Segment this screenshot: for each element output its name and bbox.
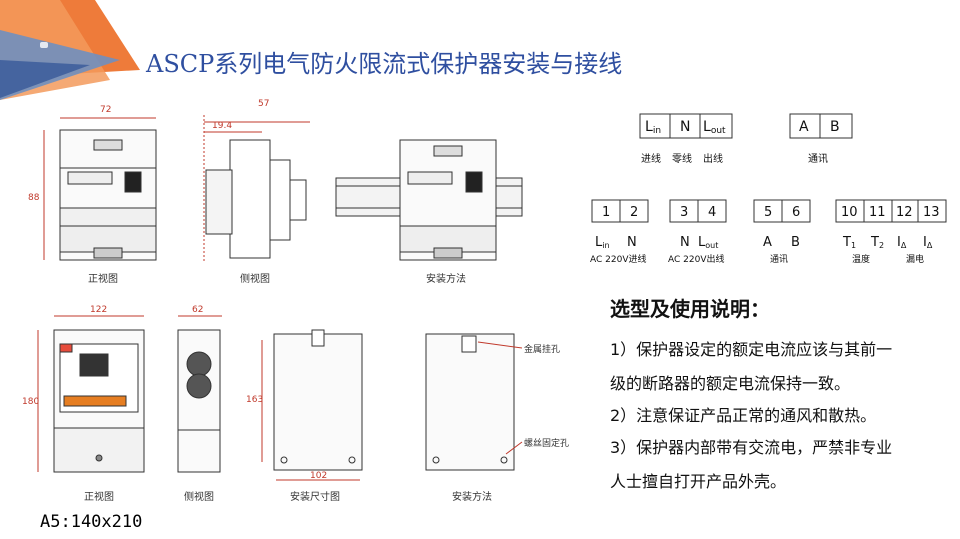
upper-side-depth-dim: 57 (258, 99, 269, 109)
terminal-6: 6 (792, 205, 800, 220)
upper-front-height-dim: 88 (28, 193, 40, 203)
lower-mount-size-view (261, 329, 363, 481)
terminal-13: 13 (923, 205, 940, 220)
lower-front-caption: 正视图 (84, 490, 114, 503)
instruction-line-4: 3）保护器内部带有交流电，严禁非专业 (610, 438, 893, 457)
terminal-top-group1 (639, 113, 733, 139)
terminal-bottom-group1 (591, 199, 649, 223)
terminal-bottom-group2 (669, 199, 727, 223)
upper-front-width-dim: 72 (100, 105, 111, 115)
upper-front-caption: 正视图 (88, 272, 118, 285)
upper-mount-view (335, 139, 523, 261)
corner-decoration (0, 0, 140, 100)
terminal-group3-label: 通讯 (770, 254, 788, 265)
instruction-line-5: 人士擅自打开产品外壳。 (610, 472, 787, 491)
terminal-group1-label: AC 220V进线 (590, 253, 646, 265)
lower-front-height-dim: 180 (22, 397, 39, 407)
instruction-line-2: 级的断路器的额定电流保持一致。 (610, 374, 851, 393)
upper-side-caption: 侧视图 (240, 272, 270, 285)
terminal-12-signal: IΔ (897, 235, 907, 250)
lower-front-width-dim: 122 (90, 305, 107, 315)
upper-mount-caption: 安装方法 (426, 272, 466, 285)
terminal-bottom-group3 (753, 199, 811, 223)
terminal-bottom-group4 (835, 199, 947, 223)
terminal-top-n: N (680, 119, 690, 135)
terminal-top-label-in: 进线 (641, 152, 661, 165)
terminal-3: 3 (680, 205, 688, 220)
terminal-1-signal: Lin (595, 235, 610, 250)
terminal-top-a: A (799, 119, 809, 135)
lower-side-depth-dim: 62 (192, 305, 203, 315)
terminal-13-signal: IΔ (923, 235, 933, 250)
terminal-4: 4 (708, 205, 716, 220)
terminal-1: 1 (602, 205, 610, 220)
terminal-leak-label: 漏电 (906, 253, 924, 265)
slide-title: ASCP系列电气防火限流式保护器安装与接线 (146, 50, 623, 78)
lower-side-view (177, 315, 222, 473)
lower-mount-caption: 安装方法 (452, 490, 492, 503)
terminal-temp-label: 温度 (852, 253, 870, 265)
lower-side-caption: 侧视图 (184, 490, 214, 503)
terminal-top-group2 (789, 113, 853, 139)
terminal-10-signal: T1 (842, 235, 856, 250)
terminal-10: 10 (841, 205, 858, 220)
terminal-5-signal: A (763, 235, 772, 250)
lower-mount-width-dim: 102 (310, 471, 327, 481)
terminal-12: 12 (896, 205, 913, 220)
terminal-top-label-out: 出线 (703, 152, 723, 165)
terminal-3-signal: N (680, 235, 690, 250)
screw-hole-label: 螺丝固定孔 (524, 437, 569, 449)
terminal-11: 11 (869, 205, 886, 220)
lower-mount-view (425, 333, 523, 471)
instruction-line-3: 2）注意保证产品正常的通风和散热。 (610, 406, 877, 425)
terminal-6-signal: B (791, 235, 800, 250)
instructions-heading: 选型及使用说明： (610, 297, 770, 321)
terminal-11-signal: T2 (870, 235, 884, 250)
terminal-2-signal: N (627, 235, 637, 250)
hook-hole-label: 金属挂孔 (524, 343, 560, 355)
terminal-top-comm-label: 通讯 (808, 153, 828, 165)
upper-front-view (43, 117, 157, 261)
upper-side-inner-dim: 19.4 (212, 121, 232, 131)
lower-mount-size-caption: 安装尺寸图 (290, 490, 340, 503)
terminal-group2-label: AC 220V出线 (668, 253, 724, 265)
terminal-top-b: B (830, 119, 840, 135)
terminal-top-label-n: 零线 (672, 152, 692, 165)
lower-front-view (37, 315, 145, 473)
terminal-4-signal: Lout (698, 235, 718, 250)
upper-side-view (203, 115, 310, 262)
size-label: A5:140x210 (40, 512, 143, 532)
lower-mount-height-dim: 163 (246, 395, 263, 405)
terminal-5: 5 (764, 205, 772, 220)
instruction-line-1: 1）保护器设定的额定电流应该与其前一 (610, 340, 893, 359)
terminal-2: 2 (630, 205, 638, 220)
